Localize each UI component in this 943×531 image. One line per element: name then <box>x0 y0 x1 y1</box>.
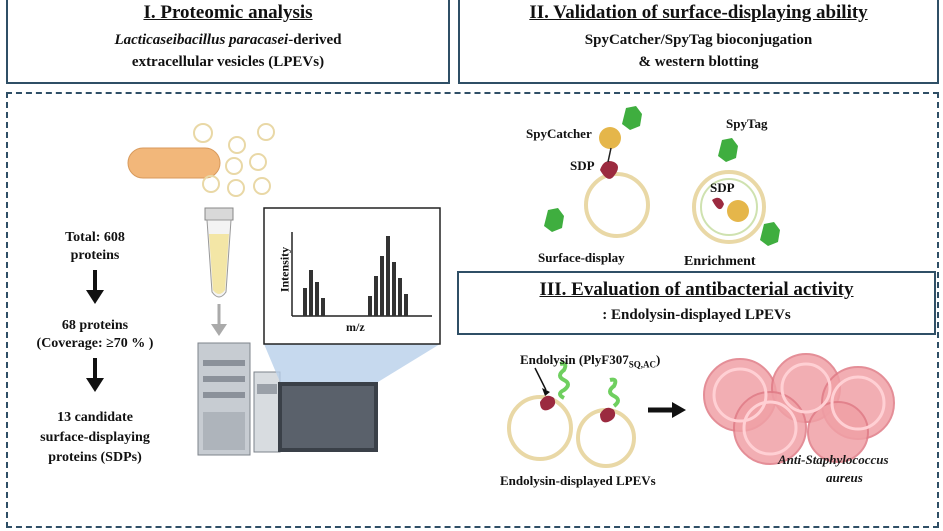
panel1-title: I. Proteomic analysis <box>143 2 313 23</box>
funnel-step3-line3: proteins (SDPs) <box>48 450 142 465</box>
panel2-line1: SpyCatcher/SpyTag bioconjugation <box>584 32 813 48</box>
funnel-step3-line2: surface-displaying <box>40 430 150 445</box>
anti-staph-label: Anti-Staphylococcus <box>778 452 889 468</box>
staph-species: aureus <box>826 470 863 485</box>
surface-display-vesicle <box>544 106 650 238</box>
funnel-step3-line1: 13 candidate <box>57 410 133 425</box>
panel-validation: II. Validation of surface-displaying abi… <box>458 0 939 84</box>
funnel-step2-line1: 68 proteins <box>61 318 129 333</box>
panel1-subtitle-line2: extracellular vesicles (LPEVs) <box>131 54 325 70</box>
panel-antibacterial-evaluation: III. Evaluation of antibacterial activit… <box>457 271 936 335</box>
right-arrow-icon <box>648 402 686 418</box>
funnel-step1-line1: Total: 608 <box>65 230 125 245</box>
spycatcher-label: SpyCatcher <box>526 126 592 141</box>
endolysin-displayed-label: Endolysin-displayed LPEVs <box>500 473 656 488</box>
enrichment-label: Enrichment <box>684 254 756 269</box>
panel1-subtitle-rest: -derived <box>288 32 342 48</box>
spectrum-beam <box>264 344 440 382</box>
funnel-arrows <box>86 270 104 392</box>
funnel-step1-line2: proteins <box>70 248 120 263</box>
endolysin-label: Endolysin (PlyF307SQ,AC) <box>520 352 660 370</box>
endolysin-vesicles <box>507 361 636 468</box>
spectrum-peaks <box>303 236 408 316</box>
released-vesicles <box>193 123 275 197</box>
staph-inner-rings <box>712 362 886 456</box>
panel1-species: Lacticaseibacillus paracasei <box>114 32 289 48</box>
tube-icon <box>204 207 234 298</box>
endolysin-label-close: ) <box>655 352 661 367</box>
panel1-subtitle: Lacticaseibacillus paracasei-derived <box>8 32 448 49</box>
spectrum-xlabel: m/z <box>346 320 365 334</box>
panel2-line2: & western blotting <box>638 54 759 70</box>
sdp-left-label: SDP <box>570 158 595 173</box>
main-dashed-frame <box>6 92 939 528</box>
surface-display-label: Surface-display <box>538 250 625 265</box>
bacterium-shape <box>127 147 221 179</box>
staph-genus: Staphylococcus <box>805 452 889 467</box>
tube-arrow-icon <box>211 304 227 336</box>
enrichment-vesicle <box>692 138 780 246</box>
anti-prefix: Anti- <box>778 452 806 467</box>
panel3-title: III. Evaluation of antibacterial activit… <box>539 279 854 300</box>
spectrum-frame <box>263 207 441 345</box>
panel3-subtitle: : Endolysin-displayed LPEVs <box>602 307 791 323</box>
panel2-title: II. Validation of surface-displaying abi… <box>529 2 868 23</box>
spytag-label: SpyTag <box>726 116 768 131</box>
spectrum-ylabel: Intensity <box>277 246 292 293</box>
endolysin-label-text: Endolysin (PlyF307 <box>520 352 629 367</box>
sdp-right-label: SDP <box>710 180 735 195</box>
mass-spectrometer-icon <box>197 342 378 456</box>
endolysin-label-sub: SQ,AC <box>628 359 656 370</box>
funnel-step2-line2: (Coverage: ≥70 % ) <box>36 336 154 351</box>
panel-proteomic-analysis: I. Proteomic analysis Lacticaseibacillus… <box>6 0 450 84</box>
